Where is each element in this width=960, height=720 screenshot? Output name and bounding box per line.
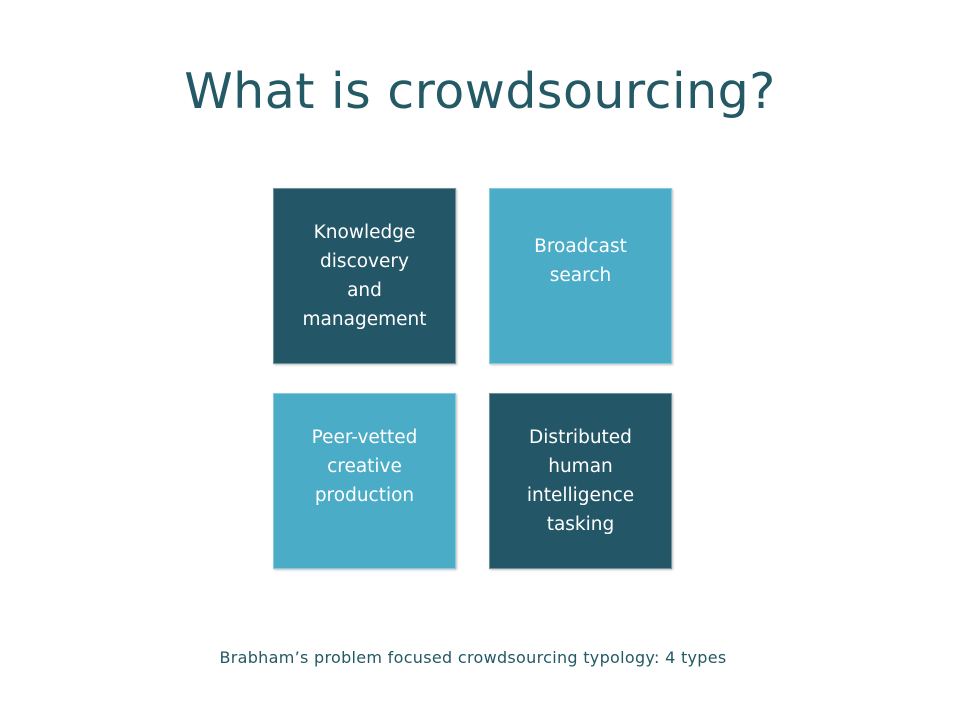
type-box-broadcast-search: Broadcast search	[489, 188, 672, 364]
type-label: Knowledge discovery and management	[302, 222, 427, 330]
type-box-peer-vetted-creative-production: Peer-vetted creative production	[273, 393, 456, 569]
type-label: Broadcast search	[534, 236, 627, 286]
slide-caption: Brabham’s problem focused crowdsourcing …	[219, 648, 727, 667]
type-label: Distributed human intelligence tasking	[526, 427, 635, 535]
type-box-distributed-human-intelligence-tasking: Distributed human intelligence tasking	[489, 393, 672, 569]
type-label: Peer-vetted creative production	[311, 427, 418, 506]
type-box-knowledge-discovery: Knowledge discovery and management	[273, 188, 456, 364]
slide-title: What is crowdsourcing?	[184, 63, 776, 120]
